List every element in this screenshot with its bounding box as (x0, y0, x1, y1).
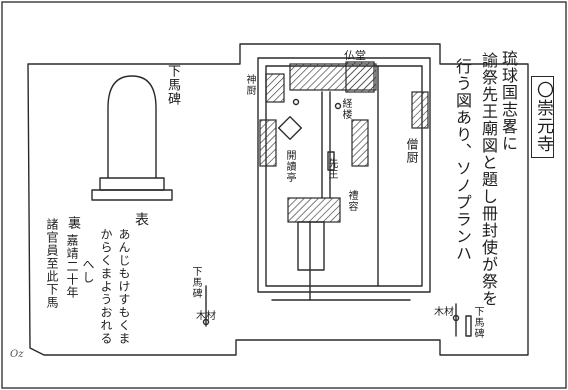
inner-precinct-wall (257, 57, 431, 293)
back-heading: 裏 (65, 216, 80, 230)
front-text-3: へし (81, 258, 95, 284)
front-heading: 表 (133, 212, 149, 227)
ritual-pavilion (287, 197, 341, 223)
sutra-label: 経楼 (340, 98, 351, 120)
left-room (265, 73, 285, 103)
caption-line-2: 諭祭先王廟図と題し冊封使が祭を (479, 52, 498, 307)
back-text-2: 諸官員至此下馬 (45, 218, 59, 309)
west-building (259, 119, 277, 167)
stele-base-bottom (91, 189, 173, 201)
lantern-mark (292, 98, 300, 106)
tablet-mark (327, 151, 335, 171)
reading-pavilion-mark (277, 115, 303, 141)
lantern-mark-2 (334, 102, 342, 110)
right-marker-label: 下馬碑 (472, 306, 483, 339)
left-wood-label: 木材 (196, 311, 216, 322)
caption-line-3: 行う図あり、ソノプランハ (453, 58, 472, 262)
pavilion-label: 禮容 (346, 190, 357, 212)
approach-walk (297, 221, 325, 271)
left-room-label: 神厨 (244, 74, 255, 96)
signature: Oz (10, 349, 24, 360)
right-post-dot (452, 314, 460, 322)
monk-kitchen-label: 僧厨 (405, 138, 419, 164)
buddha-hall-label: 仏堂 (344, 49, 366, 62)
front-text-2: からくまようおれる (99, 228, 113, 345)
right-marker (465, 315, 472, 337)
stele-body (107, 75, 157, 179)
buddha-hall-annex (345, 61, 375, 93)
stele-base-top (99, 177, 165, 191)
outer-wall (27, 43, 529, 356)
left-marker-label: 下馬碑 (190, 266, 201, 299)
temple-title: 〇崇元寺 (531, 76, 554, 158)
back-text: 嘉靖二十年 (65, 234, 79, 299)
monk-kitchen (411, 91, 429, 129)
caption-line-1: 琉球国志畧に (499, 50, 518, 152)
stele-name: 下馬碑 (165, 64, 180, 106)
ceremony-label: 開讀亭 (284, 150, 295, 183)
tablet-label: 先王 (326, 158, 337, 180)
east-building (351, 119, 369, 167)
left-post-dot (202, 318, 210, 326)
front-text-1: あんじもけすもくま (117, 228, 131, 345)
right-wood-label: 木材 (434, 307, 454, 318)
